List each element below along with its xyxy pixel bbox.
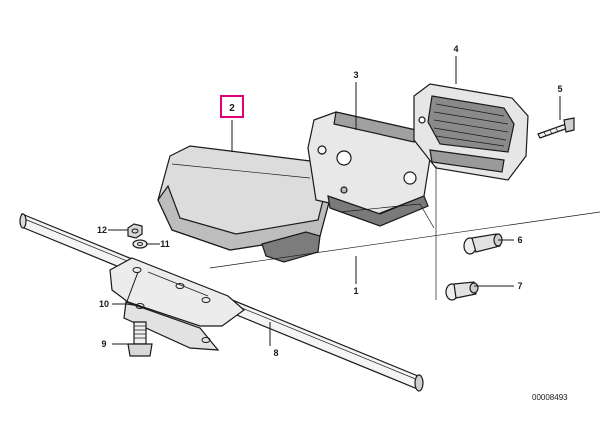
callout-8[interactable]: 8 [273, 348, 278, 358]
mounting-bracket [109, 257, 245, 351]
bulb-socket-upper [463, 233, 503, 255]
callout-6[interactable]: 6 [517, 235, 522, 245]
license-lamp-cover [157, 145, 337, 263]
callout-12[interactable]: 12 [97, 225, 107, 235]
diagram-reference-number: 00008493 [532, 393, 568, 402]
assembly-outline [209, 166, 600, 300]
callout-2[interactable]: 2 [229, 103, 235, 114]
nut [127, 223, 143, 239]
callout-3[interactable]: 3 [353, 70, 358, 80]
bolt [127, 321, 153, 357]
callout-1[interactable]: 1 [353, 286, 358, 296]
callout-9[interactable]: 9 [101, 339, 106, 349]
callout-4[interactable]: 4 [453, 44, 458, 54]
leader-lines [108, 56, 561, 346]
selected-part-highlight [220, 95, 244, 118]
callout-5[interactable]: 5 [557, 84, 562, 94]
bulb-socket-lower [445, 281, 479, 301]
callout-11[interactable]: 11 [160, 239, 170, 249]
washer [132, 239, 148, 249]
screw [537, 117, 575, 139]
callout-10[interactable]: 10 [99, 299, 109, 309]
lens-frame [413, 83, 529, 181]
callout-7[interactable]: 7 [517, 281, 522, 291]
